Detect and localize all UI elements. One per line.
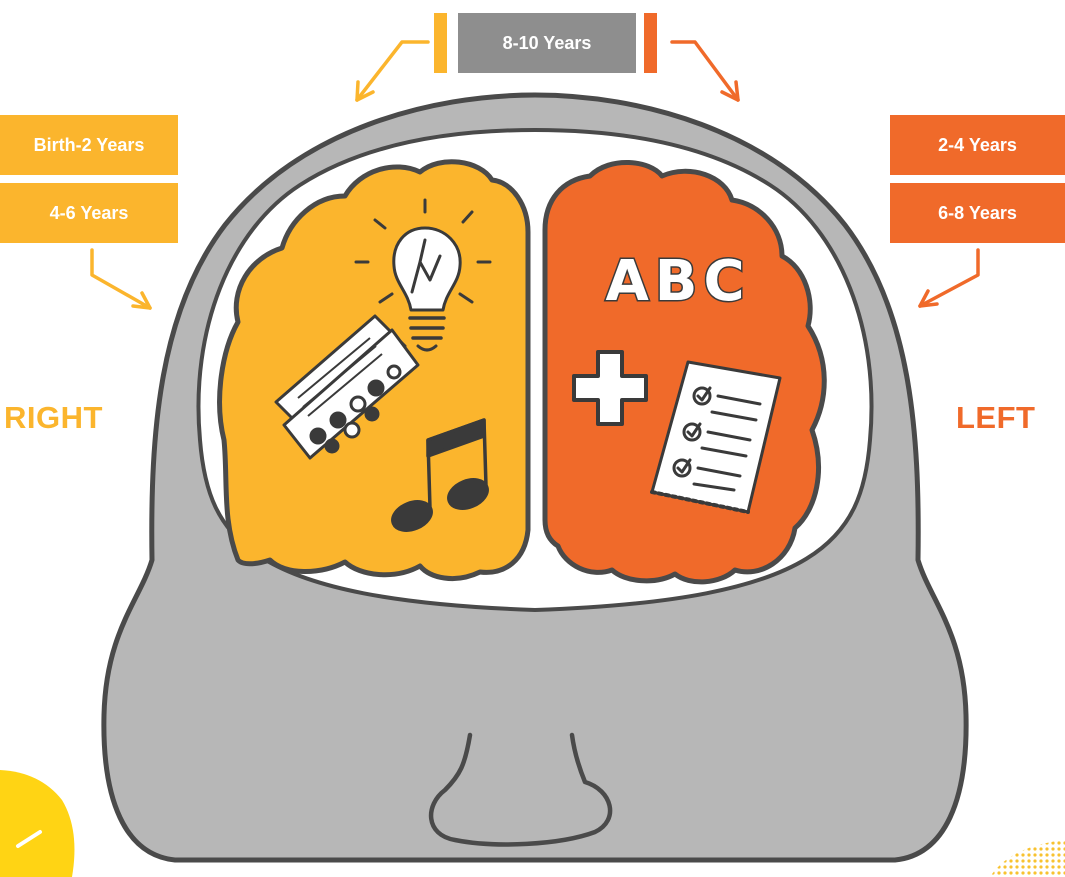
left-hemisphere: ABC: [542, 160, 827, 585]
arrow-left-side: [918, 248, 980, 308]
sun-decoration: [0, 770, 75, 877]
age-label-8-10: 8-10 Years: [458, 13, 636, 73]
top-accent-orange: [644, 13, 657, 73]
checklist-icon: [650, 360, 782, 514]
arrow-top-right: [670, 40, 740, 102]
paint-palette-icon: [274, 314, 420, 460]
plus-icon: [572, 350, 648, 426]
arrow-right-side: [90, 248, 152, 310]
light-bulb-icon: [354, 198, 492, 352]
dotted-decoration: [990, 840, 1065, 877]
age-label-2-4: 2-4 Years: [890, 115, 1065, 175]
music-note-icon: [391, 418, 489, 532]
arrow-top-left: [355, 40, 430, 102]
right-hemisphere-label: RIGHT: [4, 400, 103, 435]
abc-letters-icon: ABC: [604, 248, 750, 316]
left-hemisphere-label: LEFT: [956, 400, 1036, 435]
abc-text: ABC: [605, 249, 750, 314]
right-hemisphere: [217, 159, 531, 581]
age-label-birth-2: Birth-2 Years: [0, 115, 178, 175]
top-accent-yellow: [434, 13, 447, 73]
age-label-4-6: 4-6 Years: [0, 183, 178, 243]
age-label-6-8: 6-8 Years: [890, 183, 1065, 243]
